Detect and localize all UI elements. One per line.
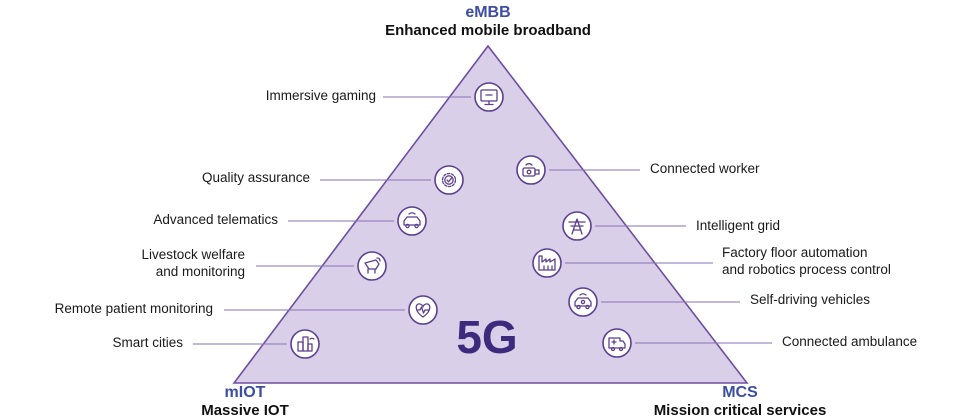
corner-left: mIOT Massive IOT [155,384,335,420]
icon-circle [290,329,320,359]
use-case-label-advanced-telematics: Advanced telematics [153,212,278,229]
use-case-label-connected-worker: Connected worker [650,161,760,178]
center-5g-label: 5G [456,311,518,363]
city-buildings-icon [290,329,320,359]
use-case-label-connected-ambulance: Connected ambulance [782,334,917,351]
use-case-label-remote-patient-monitoring: Remote patient monitoring [55,301,213,318]
use-case-label-line: Immersive gaming [265,87,376,103]
use-case-label-quality-assurance: Quality assurance [202,170,310,187]
use-case-label-line: Advanced telematics [153,211,278,227]
connector-lines [193,96,772,345]
use-case-label-smart-cities: Smart cities [112,335,183,352]
icon-circle [397,206,427,236]
ambulance-icon [602,328,632,358]
corner-top-title: Enhanced mobile broadband [385,22,591,40]
use-case-label-intelligent-grid: Intelligent grid [696,218,780,235]
use-case-label-line: Connected ambulance [782,333,918,349]
use-case-label-line: Self-driving vehicles [750,291,871,307]
factory-icon [532,248,562,278]
use-case-label-immersive-gaming: Immersive gaming [266,88,376,105]
use-case-label-line: and monitoring [155,263,245,279]
gear-check-icon [434,165,464,195]
use-case-label-line: Connected worker [650,160,760,176]
icon-circle [474,82,504,112]
use-case-icons [290,82,632,359]
icon-circle [602,328,632,358]
use-case-triangle [232,44,749,384]
corner-right-title: Mission critical services [653,402,827,420]
corner-left-abbr: mIOT [224,384,266,401]
icon-circle [532,248,562,278]
use-case-label-line: and robotics process control [722,261,891,277]
heart-monitor-icon [408,295,438,325]
use-case-label-line: Smart cities [112,334,183,350]
livestock-icon [357,251,387,281]
use-case-label-line: Remote patient monitoring [54,300,213,316]
use-case-label-line: Quality assurance [201,169,310,185]
connected-car-icon [397,206,427,236]
icon-circle [568,287,598,317]
corner-top-abbr: eMBB [465,4,511,21]
corner-right: MCS Mission critical services [600,384,880,420]
power-tower-icon [562,211,592,241]
corner-top: eMBB Enhanced mobile broadband [358,4,618,40]
icon-circle [434,165,464,195]
corner-left-title: Massive IOT [201,402,289,420]
use-case-label-line: Factory floor automation [722,245,868,260]
monitor-icon [474,82,504,112]
icon-circle [357,251,387,281]
worker-device-icon [516,155,546,185]
use-case-label-line: Livestock welfare [141,247,245,262]
icon-circle [516,155,546,185]
corner-right-abbr: MCS [722,384,758,401]
use-case-label-self-driving-vehicles: Self-driving vehicles [750,292,870,309]
use-case-label-line: Intelligent grid [696,217,781,233]
self-driving-car-icon [568,287,598,317]
